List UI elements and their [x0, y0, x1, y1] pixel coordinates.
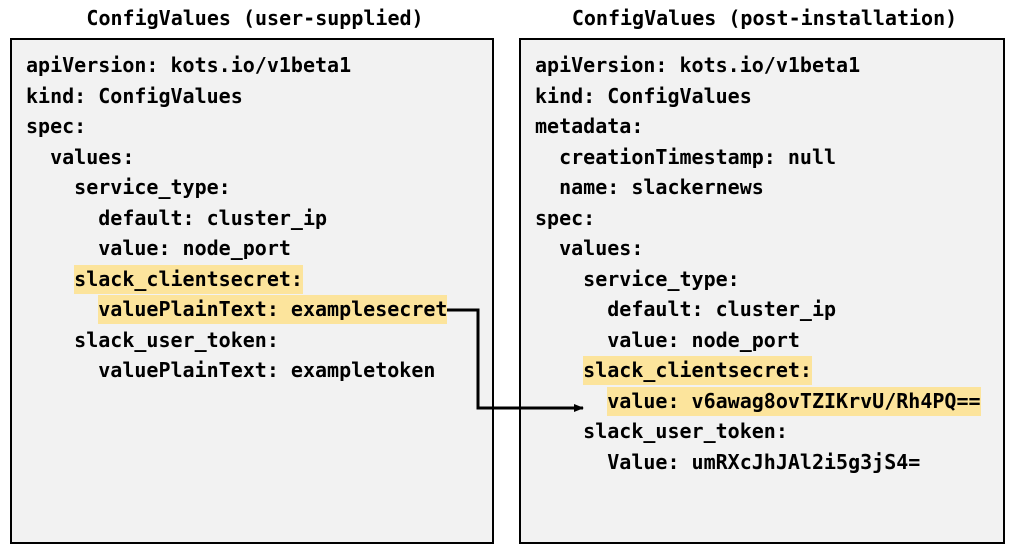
code-text-highlighted: value: v6awag8ovTZIKrvU/Rh4PQ== — [607, 386, 981, 416]
code-indent — [26, 206, 98, 230]
code-indent — [535, 297, 607, 321]
code-text: service_type: — [74, 175, 231, 199]
code-text: default: cluster_ip — [98, 205, 328, 230]
code-indent — [26, 328, 74, 352]
code-indent — [535, 419, 583, 443]
code-line: value: node_port — [535, 325, 1003, 356]
code-indent — [26, 297, 98, 321]
code-indent — [535, 389, 607, 413]
code-text: name: slackernews — [559, 175, 764, 199]
code-text: values: — [559, 236, 644, 260]
code-indent — [535, 267, 583, 291]
code-text: apiVersion: kots.io/v1beta1 — [26, 53, 352, 77]
code-line: kind: ConfigValues — [26, 81, 492, 112]
code-indent — [26, 145, 50, 169]
right-code-lines: apiVersion: kots.io/v1beta1 kind: ConfigV… — [535, 50, 1003, 477]
code-line: apiVersion: kots.io/v1beta1 — [26, 50, 492, 81]
code-text-highlighted: valuePlainText: examplesecret — [98, 295, 448, 324]
code-line: Value: umRXcJhJAl2i5g3jS4= — [535, 447, 1003, 478]
code-indent — [535, 236, 559, 260]
code-line: default: cluster_ip — [535, 294, 1003, 325]
code-indent — [535, 175, 559, 199]
code-text: creationTimestamp: null — [559, 144, 837, 169]
code-text: value: node_port — [98, 236, 291, 260]
code-text: service_type: — [583, 266, 740, 291]
code-line: kind: ConfigValues — [535, 81, 1003, 112]
code-line: metadata: — [535, 111, 1003, 142]
code-text: slack_user_token: — [74, 327, 279, 352]
code-indent — [535, 328, 607, 352]
code-text: valuePlainText: exampletoken — [98, 358, 436, 382]
code-text-highlighted: slack_clientsecret: — [74, 264, 303, 294]
code-indent — [26, 236, 98, 260]
code-line: slack_user_token: — [535, 416, 1003, 447]
code-indent — [535, 358, 583, 382]
code-text: apiVersion: kots.io/v1beta1 — [535, 53, 861, 77]
code-indent — [26, 175, 74, 199]
code-indent — [26, 358, 98, 382]
right-config-values-box: apiVersion: kots.io/v1beta1 kind: ConfigV… — [519, 38, 1005, 544]
right-panel-title: ConfigValues (post-installation) — [571, 6, 958, 30]
code-line: valuePlainText: exampletoken — [26, 355, 492, 386]
code-text: spec: — [535, 205, 596, 230]
left-panel: ConfigValues (user-supplied) apiVersion:… — [10, 6, 494, 544]
code-line: spec: — [535, 203, 1003, 234]
code-text: spec: — [26, 114, 87, 138]
code-line: valuePlainText: examplesecret — [26, 294, 492, 325]
code-line: value: node_port — [26, 233, 492, 264]
code-line: creationTimestamp: null — [535, 142, 1003, 173]
code-indent — [26, 267, 74, 291]
code-line: slack_clientsecret: — [26, 264, 492, 295]
code-text: values: — [50, 144, 135, 169]
code-line: slack_user_token: — [26, 325, 492, 356]
code-line: slack_clientsecret: — [535, 355, 1003, 386]
code-line: values: — [26, 142, 492, 173]
code-text: default: cluster_ip — [607, 297, 837, 321]
code-text: metadata: — [535, 114, 644, 138]
code-line: default: cluster_ip — [26, 203, 492, 234]
code-text: kind: ConfigValues — [26, 83, 243, 108]
code-indent — [535, 450, 607, 474]
left-panel-title: ConfigValues (user-supplied) — [86, 6, 424, 30]
code-line: name: slackernews — [535, 172, 1003, 203]
code-text: slack_user_token: — [583, 419, 788, 443]
code-line: apiVersion: kots.io/v1beta1 — [535, 50, 1003, 81]
code-line: service_type: — [535, 264, 1003, 295]
code-indent — [535, 145, 559, 169]
right-panel: ConfigValues (post-installation) apiVers… — [510, 0, 1019, 559]
code-text: value: node_port — [607, 327, 800, 352]
left-config-values-box: apiVersion: kots.io/v1beta1 kind: ConfigV… — [10, 38, 494, 544]
code-text-highlighted: slack_clientsecret: — [583, 356, 812, 385]
code-line: values: — [535, 233, 1003, 264]
left-code-lines: apiVersion: kots.io/v1beta1 kind: ConfigV… — [26, 50, 492, 386]
code-line: value: v6awag8ovTZIKrvU/Rh4PQ== — [535, 386, 1003, 417]
code-text: kind: ConfigValues — [535, 83, 752, 108]
code-line: service_type: — [26, 172, 492, 203]
code-line: spec: — [26, 111, 492, 142]
code-text: Value: umRXcJhJAl2i5g3jS4= — [607, 449, 921, 474]
